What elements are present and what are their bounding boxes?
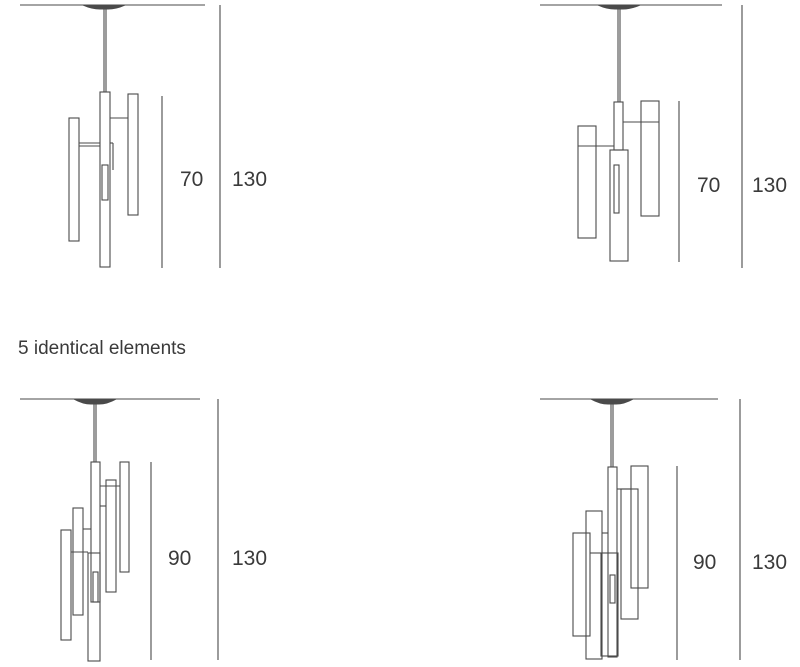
total-height-label: 130 <box>752 174 788 197</box>
glass-element <box>72 507 84 616</box>
glass-element <box>572 532 591 637</box>
glass-element <box>60 529 72 641</box>
canopy <box>597 4 641 10</box>
total-height-label: 130 <box>232 168 268 191</box>
inner-height-label: 70 <box>697 174 721 197</box>
total-height-label: 130 <box>232 547 268 570</box>
glass-element <box>609 149 629 262</box>
glass-element <box>630 465 649 589</box>
glass-element <box>607 466 618 658</box>
inner-height-label: 70 <box>180 168 204 191</box>
glass-element <box>87 552 101 662</box>
light-source <box>101 164 109 201</box>
light-source <box>613 164 620 214</box>
fixture-2-drawing <box>540 4 743 268</box>
glass-element <box>105 479 117 593</box>
inner-height-label: 90 <box>693 551 717 574</box>
canopy <box>71 398 119 405</box>
total-height-label: 130 <box>752 551 788 574</box>
glass-element <box>119 461 130 573</box>
glass-element <box>68 117 80 242</box>
glass-element <box>640 100 660 217</box>
inner-height-label: 90 <box>168 547 192 570</box>
glass-element <box>585 510 603 660</box>
glass-element <box>99 91 111 268</box>
caption-five-elements: 5 identical elements <box>18 338 186 359</box>
fixture-4-drawing <box>540 398 741 660</box>
glass-element <box>620 488 639 620</box>
light-source <box>92 571 99 603</box>
fixture-1-drawing <box>20 4 221 268</box>
light-source <box>609 574 616 604</box>
glass-element <box>577 125 597 239</box>
glass-element <box>90 461 101 603</box>
glass-element <box>127 93 139 216</box>
glass-element <box>600 552 619 657</box>
glass-element <box>613 101 624 151</box>
canopy <box>588 398 636 405</box>
canopy <box>82 4 126 10</box>
fixture-3-drawing <box>20 398 219 662</box>
